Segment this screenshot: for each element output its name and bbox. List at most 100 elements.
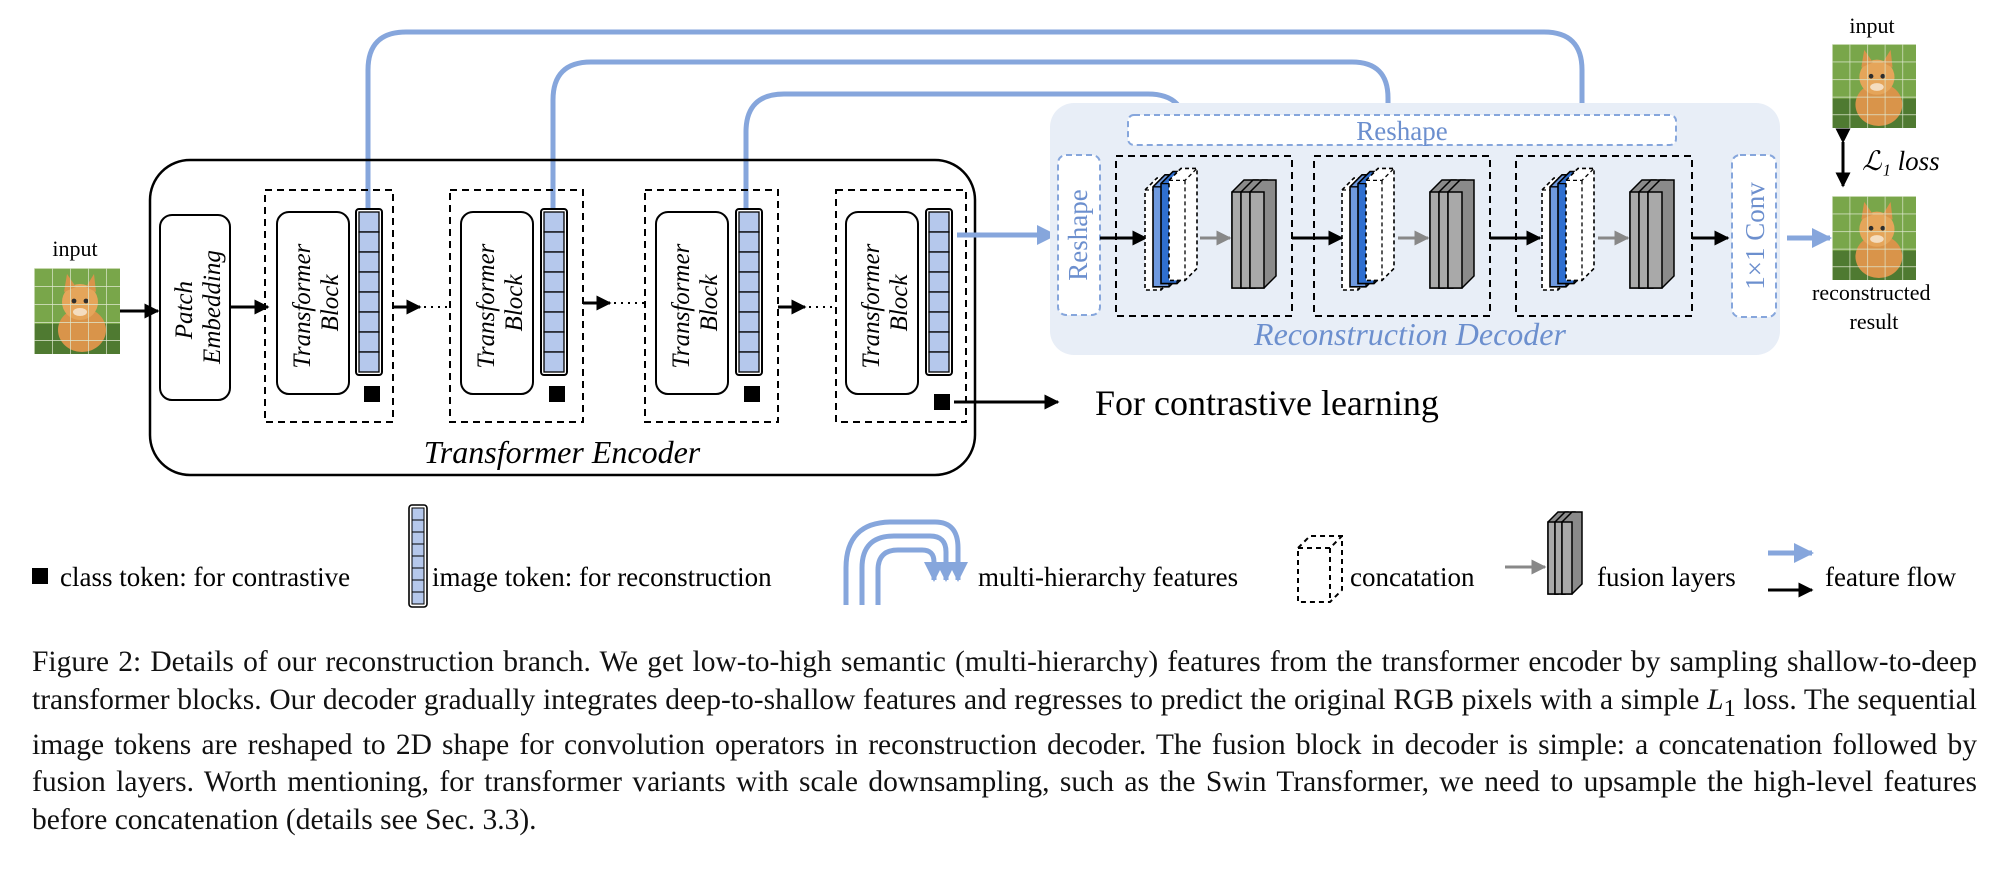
image-token-cell [411, 555, 425, 569]
reshape-left-label: Reshape [1063, 189, 1093, 280]
right-input-label: input [1849, 13, 1894, 38]
concat-layer-edge [1169, 167, 1198, 281]
image-token-cell [738, 271, 760, 293]
image-token-cell [543, 311, 565, 333]
image-token-cell [543, 211, 565, 233]
image-token-cell [358, 331, 380, 353]
concat-layer [1365, 167, 1395, 282]
class-token [549, 386, 565, 402]
transformer-encoder-frame [148, 158, 977, 477]
image-token-cell [358, 291, 380, 313]
caption-math-symbol: L [1707, 683, 1724, 716]
encoder-title: Transformer Encoder [424, 434, 701, 470]
caption-label: Figure 2: [32, 646, 142, 678]
image-token-column [540, 208, 568, 376]
reconstructed-cat-image [1832, 196, 1916, 280]
legend-concatation-swatch [1297, 535, 1343, 603]
image-token-cell [928, 211, 950, 233]
legend-fusion-layers-swatch [1547, 511, 1583, 595]
fusion-layer-face [1561, 521, 1573, 595]
concat-layer-edge [1566, 167, 1595, 281]
reshape-top-label: Reshape [1356, 116, 1447, 146]
legend-feature-flow-label: feature flow [1825, 562, 1957, 592]
image-token-cell [358, 211, 380, 233]
concat-stack [1341, 167, 1395, 291]
fusion-layer-face [1647, 191, 1663, 289]
reconstruction-branch-diagram: input Patch Embedding Transformer Block … [32, 13, 1957, 608]
image-token-column [355, 208, 383, 376]
legend-class-token-swatch [32, 568, 48, 584]
image-token-cell [928, 271, 950, 293]
image-token-cell [543, 331, 565, 353]
image-token-cell [411, 519, 425, 533]
image-token-cell [928, 331, 950, 353]
contrastive-output-label: For contrastive learning [1095, 383, 1439, 423]
image-token-cell [738, 351, 760, 373]
legend: class token: for contrastive image token… [32, 504, 1957, 608]
image-token-cell [411, 567, 425, 581]
input-label: input [52, 236, 97, 261]
image-token-cell [411, 591, 425, 605]
decoder-title: Reconstruction Decoder [1253, 316, 1566, 352]
transformer-block-2: Transformer Block [449, 189, 584, 423]
caption-text-part-2: loss. The sequential image tokens are re… [32, 683, 1977, 836]
legend-image-token-label: image token: for reconstruction [432, 562, 772, 592]
transformer-block-3: Transformer Block [644, 189, 779, 423]
decoder-background [1050, 103, 1780, 355]
fusion-block-1 [1115, 155, 1293, 317]
image-token-cell [928, 311, 950, 333]
image-token-cell [738, 311, 760, 333]
reshape-top-box [1127, 114, 1677, 146]
image-token-cell [411, 543, 425, 557]
image-token-cell [738, 291, 760, 313]
image-token-column [735, 208, 763, 376]
image-token-cell [543, 271, 565, 293]
conv-box [1731, 154, 1777, 318]
fusion-layers-stack [1429, 179, 1475, 289]
transformer-block-label: Transformer Block [858, 237, 913, 368]
image-token-cell [738, 251, 760, 273]
legend-multi-hierarchy-swatch [843, 519, 968, 605]
image-token-cell [358, 311, 380, 333]
concat-stack [1144, 167, 1198, 291]
fusion-block-2 [1313, 155, 1491, 317]
concat-stack [1541, 167, 1595, 291]
image-token-cell [411, 507, 425, 521]
class-token [364, 386, 380, 402]
fusion-layers-stack [1629, 179, 1675, 289]
input-cat-image [34, 268, 120, 354]
concat-layer [1565, 167, 1595, 282]
conv-label: 1×1 Conv [1740, 182, 1770, 290]
caption-math-subscript: 1 [1723, 694, 1736, 722]
image-token-cell [543, 291, 565, 313]
transformer-block-label: Transformer Block [473, 237, 528, 368]
image-token-cell [928, 231, 950, 253]
image-token-cell [738, 231, 760, 253]
image-token-cell [543, 231, 565, 253]
concat-layer-edge [1366, 167, 1395, 281]
fusion-block-3 [1515, 155, 1693, 317]
image-token-cell [543, 251, 565, 273]
transformer-block-label: Transformer Block [668, 237, 723, 368]
caption-text-part-1: Details of our reconstruction branch. We… [32, 646, 1977, 716]
skip-arrow-block-1 [365, 29, 1592, 208]
right-input-cat-image [1832, 44, 1916, 128]
image-token-cell [738, 211, 760, 233]
image-token-cell [928, 351, 950, 373]
loss-label: ℒ₁ loss [1862, 146, 1940, 176]
patch-embedding-label: Patch Embedding [171, 250, 226, 365]
image-token-cell [411, 579, 425, 593]
image-token-cell [928, 251, 950, 273]
transformer-block-4: Transformer Block [835, 189, 967, 423]
reconstructed-label: reconstructed result [1812, 280, 1936, 334]
skip-arrow-block-2 [550, 59, 1398, 208]
image-token-cell [358, 251, 380, 273]
reshape-left-box [1057, 154, 1101, 316]
transformer-block-label: Transformer Block [289, 237, 344, 368]
image-token-cell [358, 351, 380, 373]
transformer-block-1: Transformer Block [264, 189, 394, 423]
legend-concatation-label: concatation [1350, 562, 1475, 592]
image-token-cell [358, 271, 380, 293]
fusion-layers-stack [1231, 179, 1277, 289]
image-token-cell [358, 231, 380, 253]
